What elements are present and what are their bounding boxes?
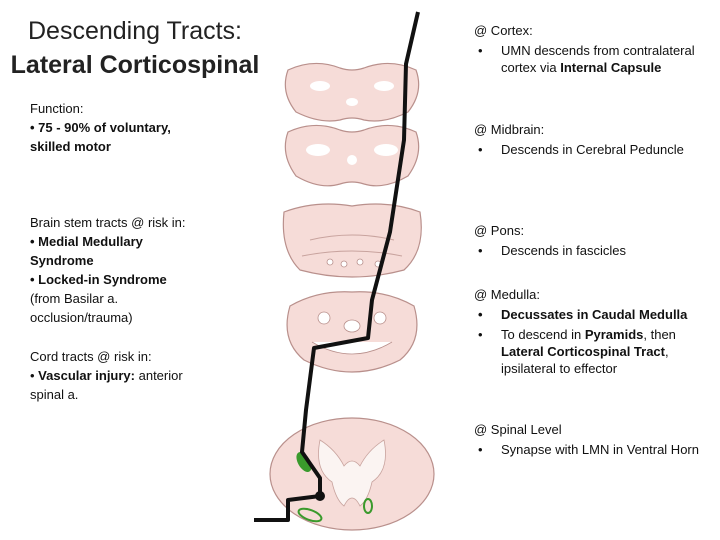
spinal-heading: @ Spinal Level <box>474 422 562 437</box>
brainstem-note-2: occlusion/trauma) <box>30 310 133 325</box>
medulla-section: @ Medulla: Decussates in Caudal Medulla … <box>474 286 714 377</box>
cord-bullet-prefix: • <box>30 368 39 383</box>
medulla-heading: @ Medulla: <box>474 287 540 302</box>
midbrain-section: @ Midbrain: Descends in Cerebral Peduncl… <box>474 121 714 158</box>
cortex-section: @ Cortex: UMN descends from contralatera… <box>474 22 714 76</box>
pons-bullet: Descends in fascicles <box>474 242 714 259</box>
medulla-b2-bold2: Lateral Corticospinal Tract <box>501 344 665 359</box>
medulla-b2-text2: , then <box>643 327 680 342</box>
corticospinal-diagram <box>254 11 435 531</box>
synapse-marker-3 <box>363 498 373 514</box>
cord-section: Cord tracts @ risk in: • Vascular injury… <box>30 347 183 404</box>
medulla-b2-bold1: Pyramids <box>584 327 644 342</box>
corticospinal-tract-line <box>254 11 420 522</box>
cortex-text-bold: Internal Capsule <box>560 60 662 75</box>
cord-bullet-rest: anterior <box>135 368 183 383</box>
medulla-b2-text1: To descend in <box>501 327 585 342</box>
function-bullet: • 75 - 90% of voluntary, <box>30 120 171 135</box>
brainstem-bullet-1-cont: Syndrome <box>30 253 94 268</box>
medulla-slice <box>286 291 418 373</box>
cord-bullet-bold: Vascular injury: <box>38 368 135 383</box>
title-line-2: Lateral Corticospinal <box>10 51 260 79</box>
cord-heading: Cord tracts @ risk in: <box>30 349 152 364</box>
lmn-synapse-dot <box>315 491 325 501</box>
synapse-marker-2 <box>297 507 323 523</box>
pons-section: @ Pons: Descends in fascicles <box>474 222 714 259</box>
cortex-text: UMN descends from contralateral cortex v… <box>501 43 695 75</box>
midbrain-slice-lower <box>284 124 420 187</box>
cord-bullet-cont: spinal a. <box>30 387 79 402</box>
function-bullet-cont: skilled motor <box>30 139 111 154</box>
function-heading: Function: <box>30 101 84 116</box>
brainstem-bullet-2: • Locked-in Syndrome <box>30 272 167 287</box>
spinal-bullet: Synapse with LMN in Ventral Horn <box>474 441 714 458</box>
cortex-heading: @ Cortex: <box>474 23 533 38</box>
brainstem-bullet-1: • Medial Medullary <box>30 234 143 249</box>
midbrain-heading: @ Midbrain: <box>474 122 545 137</box>
pons-slice <box>282 203 422 278</box>
cortex-bullet: UMN descends from contralateral cortex v… <box>474 42 714 76</box>
brainstem-heading: Brain stem tracts @ risk in: <box>30 215 186 230</box>
spinal-cord-slice <box>269 417 435 531</box>
cord-bullet: • Vascular injury: anterior <box>30 366 183 385</box>
brainstem-section: Brain stem tracts @ risk in: • Medial Me… <box>30 213 186 327</box>
title-line-1: Descending Tracts: <box>28 17 242 45</box>
function-section: Function: • 75 - 90% of voluntary, skill… <box>30 99 171 156</box>
medulla-bullet-1: Decussates in Caudal Medulla <box>474 306 714 323</box>
spinal-section: @ Spinal Level Synapse with LMN in Ventr… <box>474 421 714 458</box>
medulla-bullet-2: To descend in Pyramids, then Lateral Cor… <box>474 326 714 377</box>
midbrain-slice-upper <box>284 62 420 122</box>
midbrain-bullet: Descends in Cerebral Peduncle <box>474 141 714 158</box>
medulla-b2-text3: , ipsilateral to effector <box>501 344 673 376</box>
brainstem-note-1: (from Basilar a. <box>30 291 119 306</box>
pons-heading: @ Pons: <box>474 223 525 238</box>
